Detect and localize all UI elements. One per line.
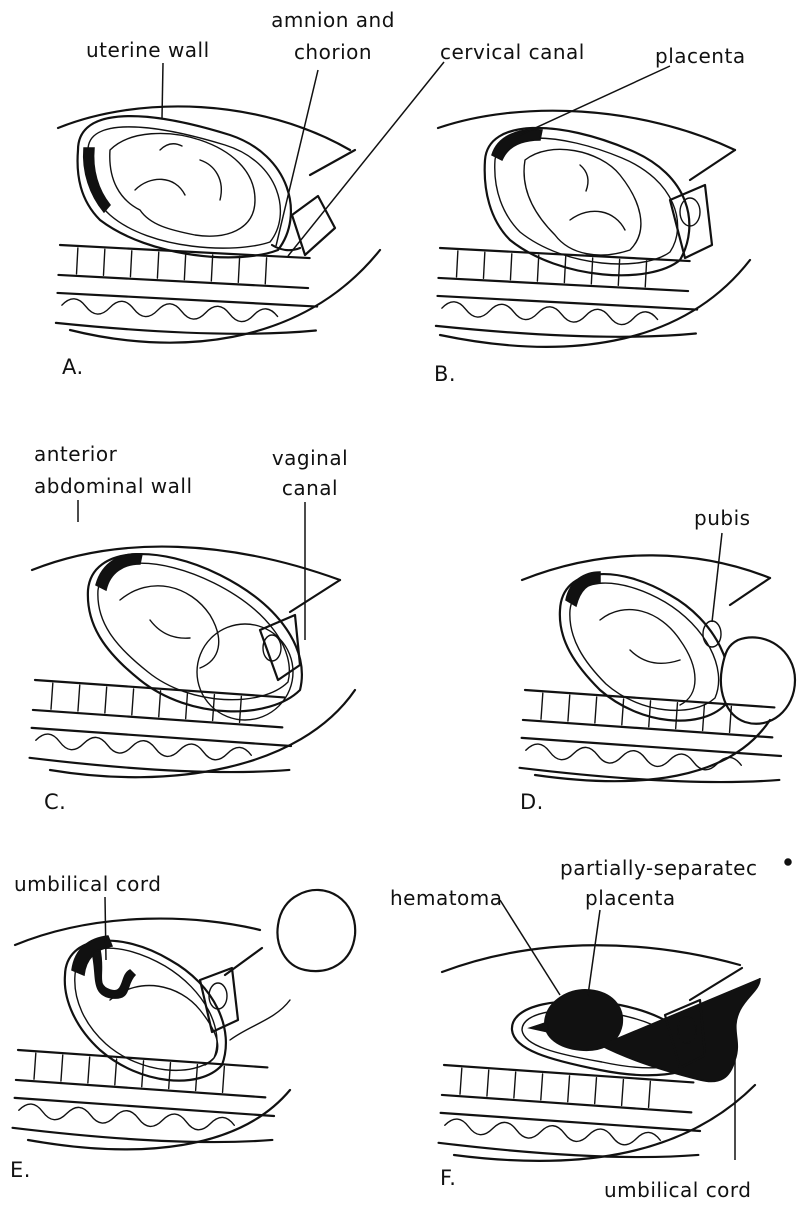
label-placenta-f: placenta xyxy=(585,886,676,910)
label-abdominal-wall: abdominal wall xyxy=(34,474,193,498)
label-vaginal: vaginal xyxy=(255,446,365,470)
panel-a-drawing xyxy=(56,62,444,343)
panel-letter-d: D. xyxy=(520,790,544,814)
panel-letter-b: B. xyxy=(434,362,456,386)
panel-letter-f: F. xyxy=(440,1166,456,1190)
panel-letter-a: A. xyxy=(62,355,84,379)
label-partially-separated: partially-separatec xyxy=(560,856,757,880)
label-placenta: placenta xyxy=(655,44,746,68)
panel-letter-c: C. xyxy=(44,790,66,814)
panel-d-drawing xyxy=(519,533,795,789)
label-canal: canal xyxy=(255,476,365,500)
label-anterior: anterior xyxy=(34,442,117,466)
label-hematoma: hematoma xyxy=(390,886,503,910)
label-chorion: chorion xyxy=(258,40,408,64)
panel-b-drawing xyxy=(436,66,750,347)
panel-letter-e: E. xyxy=(10,1158,31,1182)
label-pubis: pubis xyxy=(694,506,751,530)
label-cervical-canal: cervical canal xyxy=(440,40,585,64)
panel-c-drawing xyxy=(29,500,355,779)
label-amnion-and: amnion and xyxy=(258,8,408,32)
panel-e-drawing xyxy=(12,890,355,1149)
label-umbilical-cord-e: umbilical cord xyxy=(14,872,162,896)
label-uterine-wall: uterine wall xyxy=(86,38,210,62)
label-umbilical-cord-f: umbilical cord xyxy=(604,1178,752,1202)
